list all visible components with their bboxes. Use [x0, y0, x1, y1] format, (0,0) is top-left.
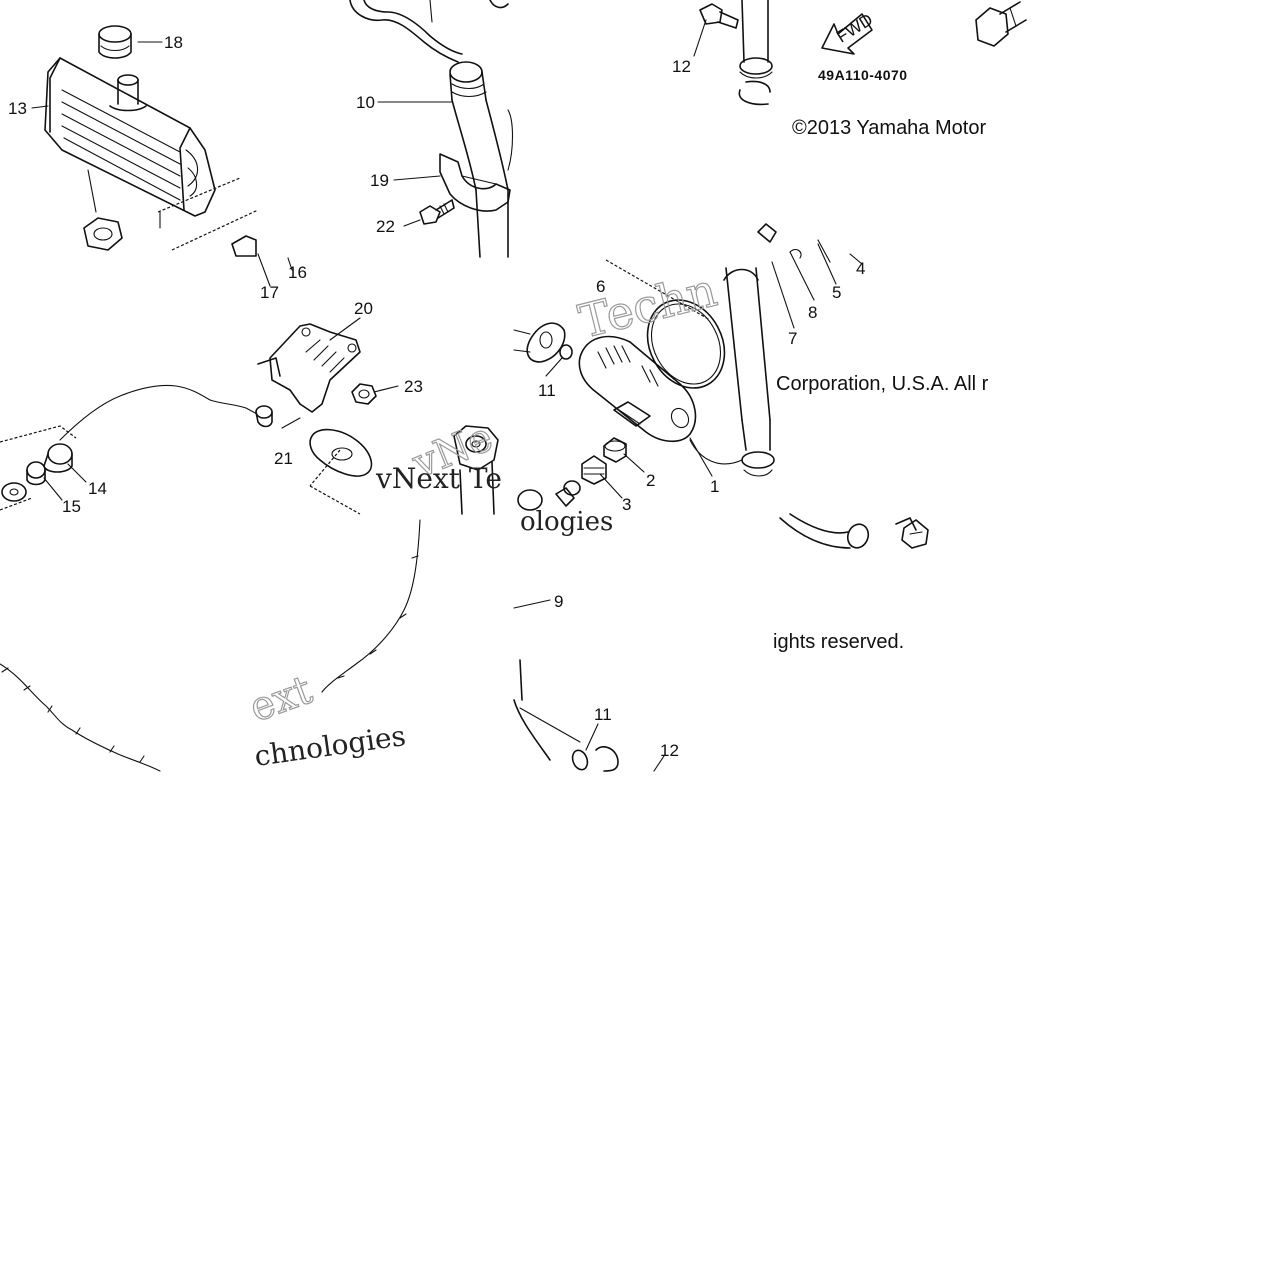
callout-9: 9: [554, 592, 563, 611]
callout-8: 8: [808, 303, 817, 322]
watermark-vnext: vNext Te: [375, 462, 502, 495]
hose-part-10: [349, 0, 514, 258]
callout-22: 22: [376, 217, 395, 236]
callout-12-bottom: 12: [660, 741, 679, 760]
callout-16: 16: [288, 263, 307, 282]
engine-case-outline: [59, 384, 258, 441]
fwd-label: FWD: [833, 10, 876, 47]
fitting-with-nut: [453, 425, 499, 515]
hose-part-top-right: [738, 0, 773, 106]
callout-17: 17: [260, 283, 279, 302]
collar-part-15: [1, 461, 46, 502]
callout-12-top: 12: [672, 57, 691, 76]
copyright-line-3: ights reserved.: [773, 631, 904, 653]
small-fittings-4-5-7-8: [757, 223, 863, 265]
nut-part-23: [351, 383, 377, 405]
callout-11-bottom: 11: [594, 705, 612, 724]
callout-20: 20: [354, 299, 373, 318]
oil-cooler-part-13: [44, 25, 259, 257]
clamp-part-19: [439, 153, 511, 212]
part-code-label: 49A110-4070: [818, 67, 908, 83]
callout-23: 23: [404, 377, 423, 396]
watermark-chnologies: chnologies: [252, 719, 407, 773]
watermark-ext: ext: [244, 667, 318, 732]
callout-2: 2: [646, 471, 655, 490]
bolt-part-22: [419, 199, 455, 225]
hose-part-right: [689, 267, 775, 477]
oil-filter-housing-part-1: [578, 335, 697, 443]
callout-10: 10: [356, 93, 375, 112]
callout-13: 13: [8, 99, 27, 118]
callout-1: 1: [710, 477, 719, 496]
callout-4: 4: [856, 259, 865, 278]
callout-numbers: 18 13 10 19 22 16 17 12 6 4 5 8 7 20 23 …: [8, 33, 865, 760]
o-ring-part-6: [605, 259, 726, 389]
bolt-part-12-top: [699, 3, 739, 29]
callout-5: 5: [832, 283, 841, 302]
watermarks: Techn vNe vNext Te ologies ext chnologie…: [243, 262, 722, 773]
callout-19: 19: [370, 171, 389, 190]
callout-3: 3: [622, 495, 631, 514]
fitting-left-part-11: [513, 322, 573, 363]
copyright-line-2: Corporation, U.S.A. All r: [776, 373, 989, 395]
callout-18: 18: [164, 33, 183, 52]
fwd-arrow-icon: FWD: [821, 10, 876, 55]
spacer-part-14: [43, 443, 73, 473]
watermark-ologies: ologies: [520, 507, 613, 537]
callout-11-mid: 11: [538, 381, 556, 400]
copyright-line-1: ©2013 Yamaha Motor: [792, 117, 986, 139]
bottom-fitting-parts-11-12: [513, 659, 619, 772]
callout-14: 14: [88, 479, 107, 498]
filter-element-parts-2-3: [517, 437, 627, 511]
callout-21: 21: [274, 449, 293, 468]
pipe-end-and-bolt: [779, 513, 929, 549]
callout-7: 7: [788, 329, 797, 348]
gasket-plate: [309, 428, 373, 515]
callout-15: 15: [62, 497, 81, 516]
bracket-part-20: [257, 323, 361, 413]
leader-lines: [31, 19, 837, 772]
collar-part-21: [255, 405, 273, 428]
callout-6: 6: [596, 277, 605, 296]
bolt-top-right: [975, 1, 1027, 47]
